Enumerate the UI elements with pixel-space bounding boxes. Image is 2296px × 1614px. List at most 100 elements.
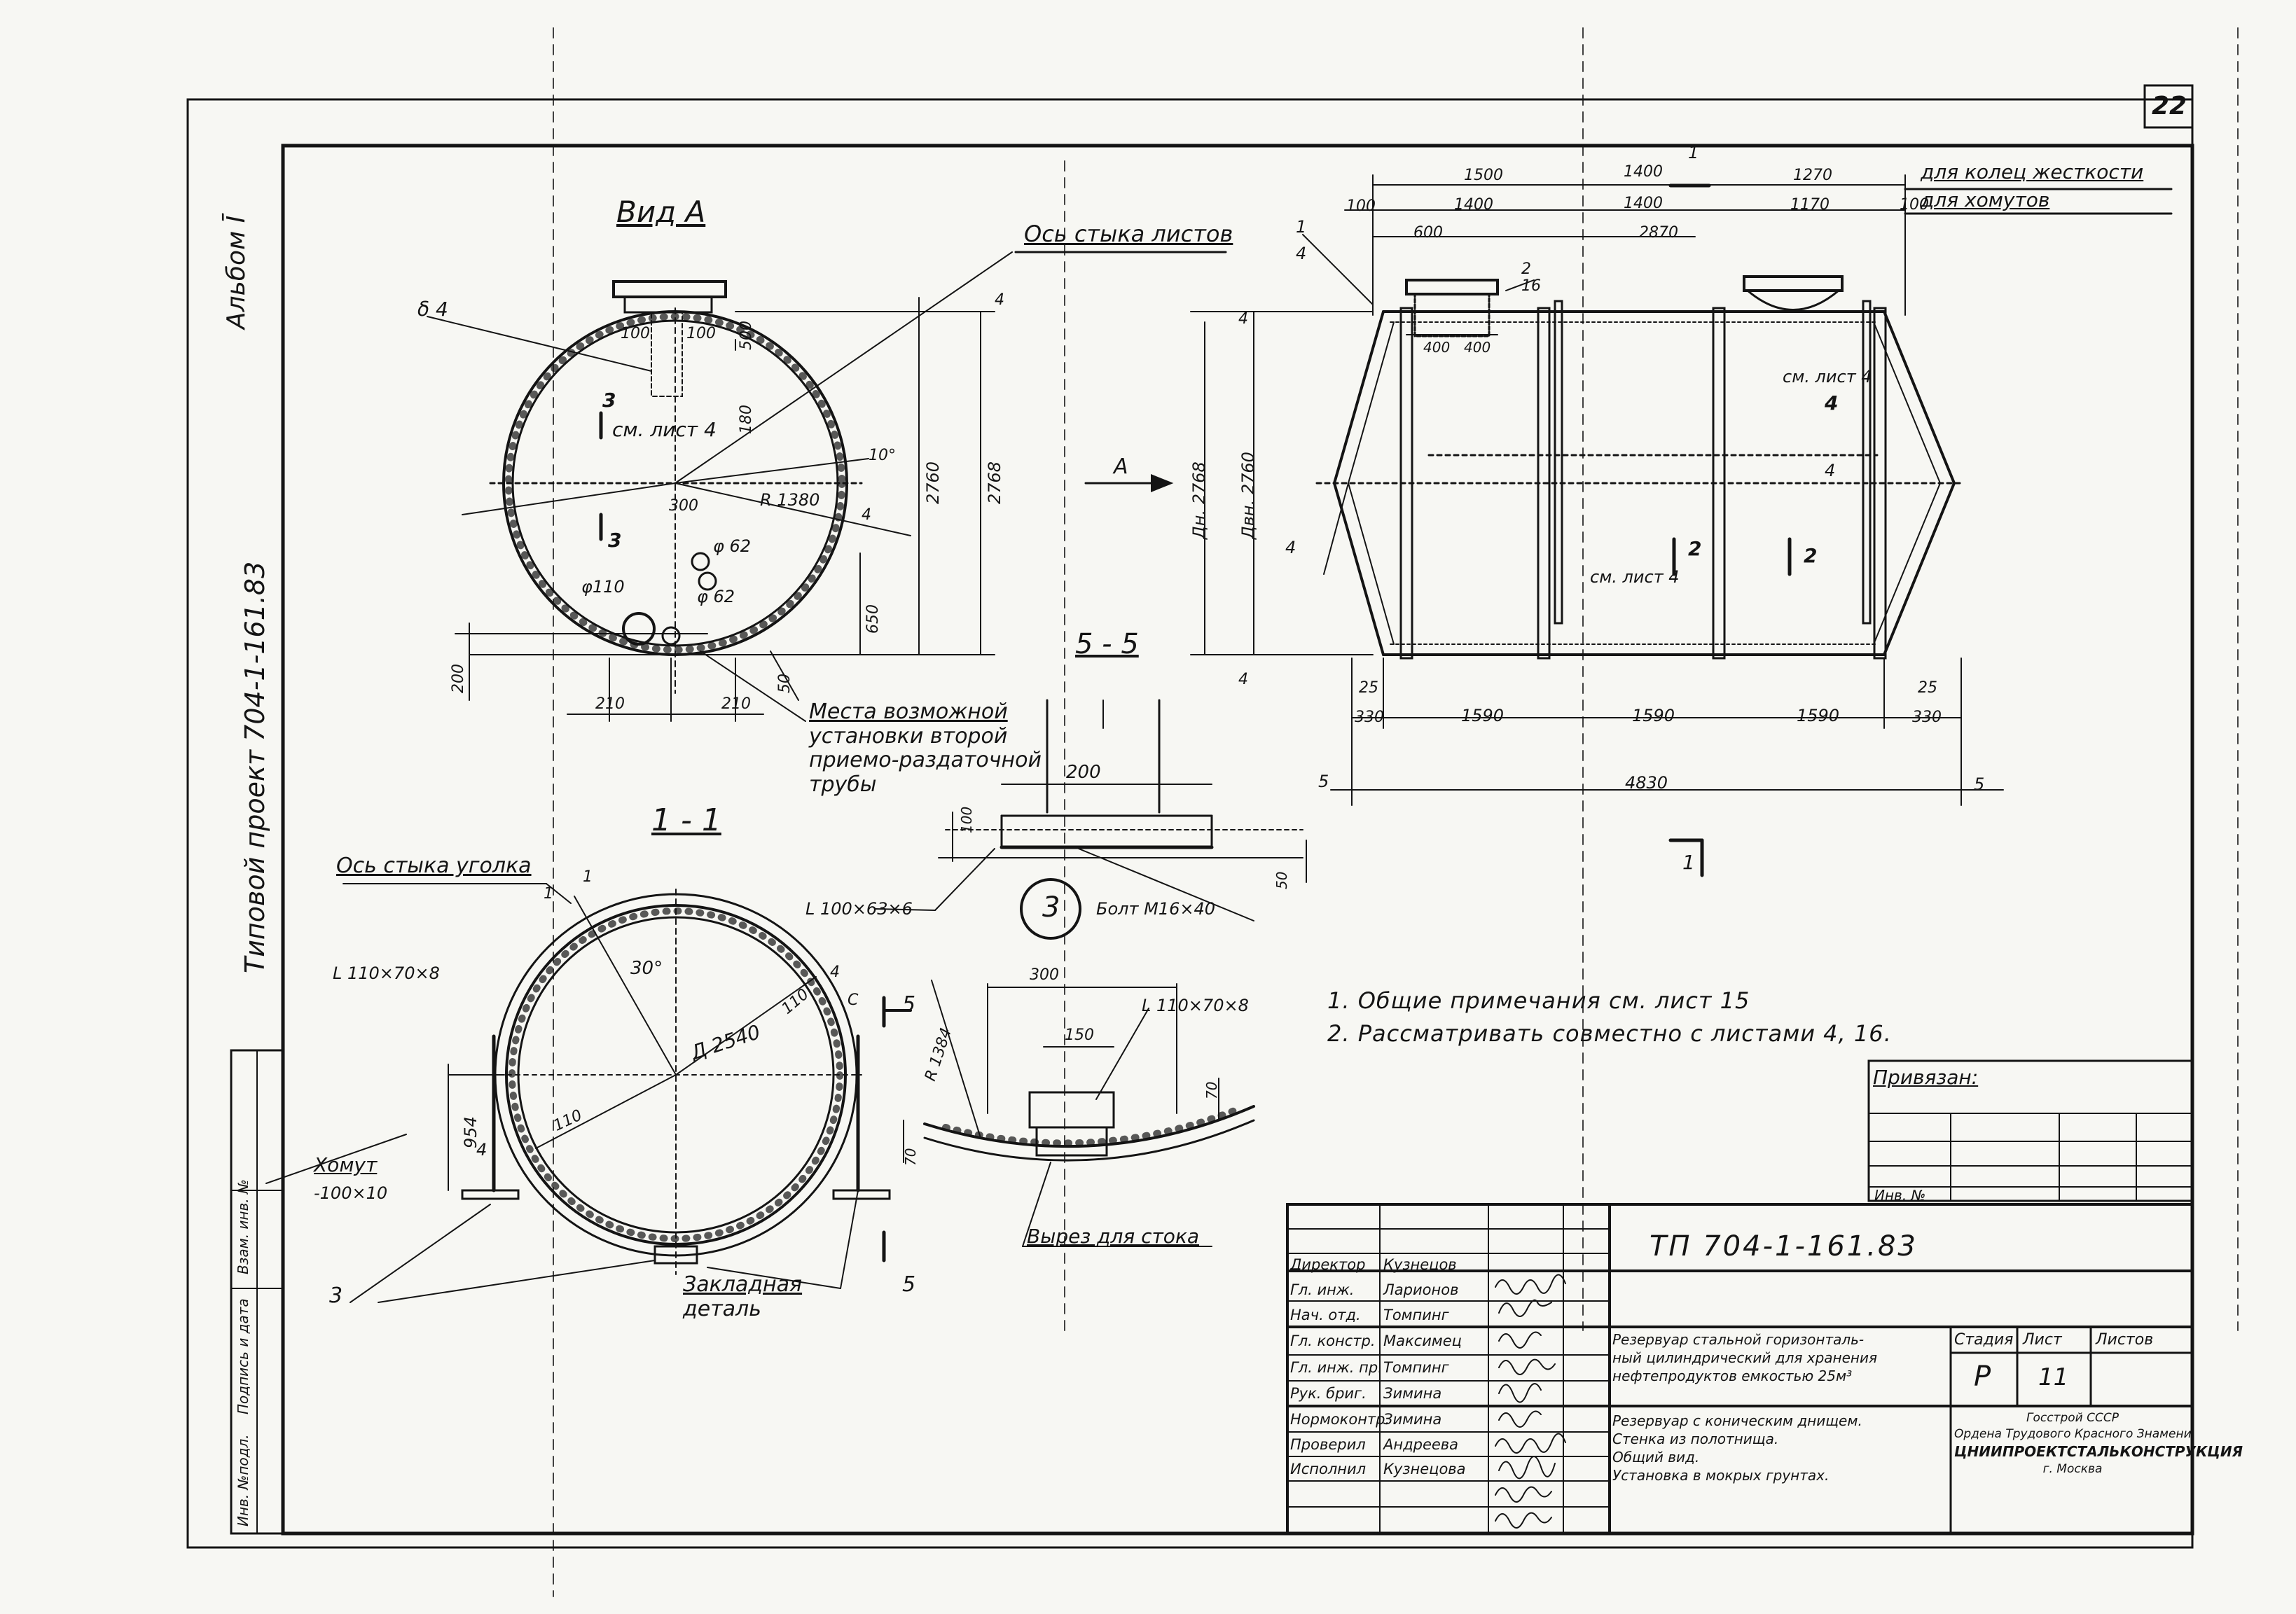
staff-name-6: Зимина — [1383, 1411, 1442, 1428]
dim-50: 50 — [776, 674, 794, 693]
arrow-a-label: А — [1114, 454, 1128, 479]
cut-1-top: 1 — [1688, 143, 1699, 162]
inner-frame — [281, 144, 2194, 1536]
organization: Госстрой СССР Ордена Трудового Красного … — [1954, 1411, 2243, 1476]
view-a-title: Вид А — [616, 195, 706, 229]
dim-100b: 100 — [686, 325, 716, 342]
dim-400a: 400 — [1423, 339, 1451, 356]
dim-70-right: 70 — [1203, 1081, 1220, 1099]
staff-role-2: Нач. отд. — [1290, 1307, 1361, 1323]
mark-c: С — [848, 992, 859, 1009]
dim-bottom-3: 1590 — [1797, 706, 1840, 725]
stage-value: Р — [1974, 1361, 1991, 1393]
view-a-drawing — [427, 251, 1227, 722]
dim-top3-1: 2870 — [1639, 224, 1678, 242]
dim-650: 650 — [864, 604, 882, 634]
staff-name-4: Томпинг — [1383, 1359, 1449, 1376]
ring-stiffener-label: для колец жесткости — [1921, 160, 2144, 183]
privyazan-label: Привязан: — [1873, 1066, 1979, 1089]
clamp-label: для хомутов — [1921, 188, 2050, 211]
sheet-number-box — [2143, 84, 2194, 129]
side-stamp-sign: Подпись и дата — [235, 1298, 251, 1414]
dim-t4-b: 4 — [1238, 671, 1248, 688]
dim-top1-1: 1400 — [1624, 163, 1663, 181]
section-1-1-drawing — [265, 883, 912, 1303]
dim-top1-0: 1500 — [1464, 167, 1503, 184]
see-sheet-4-bottom: см. лист 4 — [1590, 567, 1680, 587]
angle-30: 30° — [630, 958, 663, 979]
see-sheet-4-label: см. лист 4 — [612, 418, 717, 441]
dim-25b: 25 — [1918, 679, 1937, 697]
dim-phi62b: φ 62 — [697, 587, 735, 606]
clamp-size: -100×10 — [314, 1183, 388, 1203]
section-2-mark-b: 2 — [1804, 544, 1818, 567]
dim-500: 500 — [738, 321, 755, 350]
dim-bottom-4: 330 — [1912, 709, 1942, 726]
mark-4-ring: 4 — [830, 963, 840, 981]
dim-70-left: 70 — [902, 1148, 919, 1166]
sheet-number: 22 — [2152, 92, 2187, 120]
angle-100x63x6: L 100×63×6 — [805, 899, 913, 919]
dim-top2-4: 100 — [1900, 196, 1929, 214]
staff-name-1: Ларионов — [1383, 1281, 1459, 1298]
project-side-label: Типовой проект 704-1-161.83 — [240, 561, 270, 973]
staff-role-0: Директор — [1290, 1256, 1366, 1273]
dim-d6: δ 4 — [417, 298, 448, 321]
dim-100a: 100 — [621, 325, 650, 342]
cutout-label: Вырез для стока — [1027, 1225, 1200, 1248]
staff-role-6: Нормоконтр. — [1290, 1411, 1390, 1428]
install-note: Места возможной установки второй приемо-… — [809, 700, 1042, 797]
node-3-number: 3 — [1042, 891, 1060, 924]
see-sheet-4-top: см. лист 4 — [1783, 367, 1872, 387]
document-title: Резервуар стальной горизонталь- ный цили… — [1612, 1331, 1878, 1384]
staff-role-7: Проверил — [1290, 1436, 1366, 1453]
mark-4-11: 4 — [476, 1140, 487, 1160]
dim-top2-2: 1400 — [1624, 195, 1663, 212]
staff-role-4: Гл. инж. пр. — [1290, 1359, 1383, 1376]
dim-phi110: φ110 — [581, 577, 625, 597]
staff-name-8: Кузнецова — [1383, 1461, 1466, 1477]
dim-4-top: 4 — [995, 291, 1004, 309]
staff-name-0: Кузнецов — [1383, 1256, 1457, 1273]
dim-t4-a: 4 — [1238, 310, 1248, 328]
note-1: 1. Общие примечания см. лист 15 — [1327, 987, 1750, 1014]
dim-25a: 25 — [1359, 679, 1378, 697]
dim-300-node3: 300 — [1030, 966, 1059, 984]
document-code: ТП 704-1-161.83 — [1650, 1230, 1918, 1262]
dim-150-node3: 150 — [1065, 1027, 1094, 1044]
dim-dvn: Двн. 2760 — [1238, 452, 1258, 539]
dim-top2-3: 1170 — [1790, 196, 1830, 214]
dim-top1-2: 1270 — [1793, 167, 1832, 184]
mark-3-11: 3 — [329, 1283, 343, 1308]
embedded-part-label: Закладная деталь — [683, 1272, 803, 1321]
dim-100-55: 100 — [958, 806, 975, 833]
dim-210b: 210 — [721, 695, 751, 713]
dim-200: 200 — [450, 664, 467, 693]
mark-4-d: 4 — [1285, 538, 1296, 557]
section-2-mark-a: 2 — [1688, 537, 1702, 560]
side-view-drawing — [1084, 174, 2173, 877]
section-5-mark-bottom-11: 5 — [902, 1272, 916, 1297]
mark-1b-11: 1 — [583, 868, 593, 886]
sheet-header: Лист — [2023, 1331, 2062, 1349]
mark-4-b: 4 — [1825, 391, 1839, 415]
inv-number-label: Инв. № — [1874, 1187, 1926, 1204]
staff-role-8: Исполнил — [1290, 1461, 1367, 1477]
angle-110x70x8-node3: L 110×70×8 — [1142, 996, 1249, 1015]
staff-role-1: Гл. инж. — [1290, 1281, 1355, 1298]
dim-total-4830: 4830 — [1625, 773, 1668, 793]
note-2: 2. Рассматривать совместно с листами 4, … — [1327, 1020, 1892, 1047]
title-block-frame — [1286, 1203, 2194, 1535]
section-5-mark-top-11: 5 — [902, 992, 916, 1017]
dim-top3-0: 600 — [1413, 224, 1443, 242]
staff-role-5: Рук. бриг. — [1290, 1385, 1367, 1402]
dim-bottom-2: 1590 — [1632, 706, 1675, 725]
section-5-5-drawing — [875, 699, 1307, 940]
stage-header: Стадия — [1954, 1331, 2014, 1349]
cut-1-bottom: 1 — [1682, 851, 1695, 874]
angle-seam-label: Ось стыка уголка — [336, 854, 532, 878]
dim-400b: 400 — [1464, 339, 1491, 356]
angle-110x70x8: L 110×70×8 — [333, 963, 440, 983]
